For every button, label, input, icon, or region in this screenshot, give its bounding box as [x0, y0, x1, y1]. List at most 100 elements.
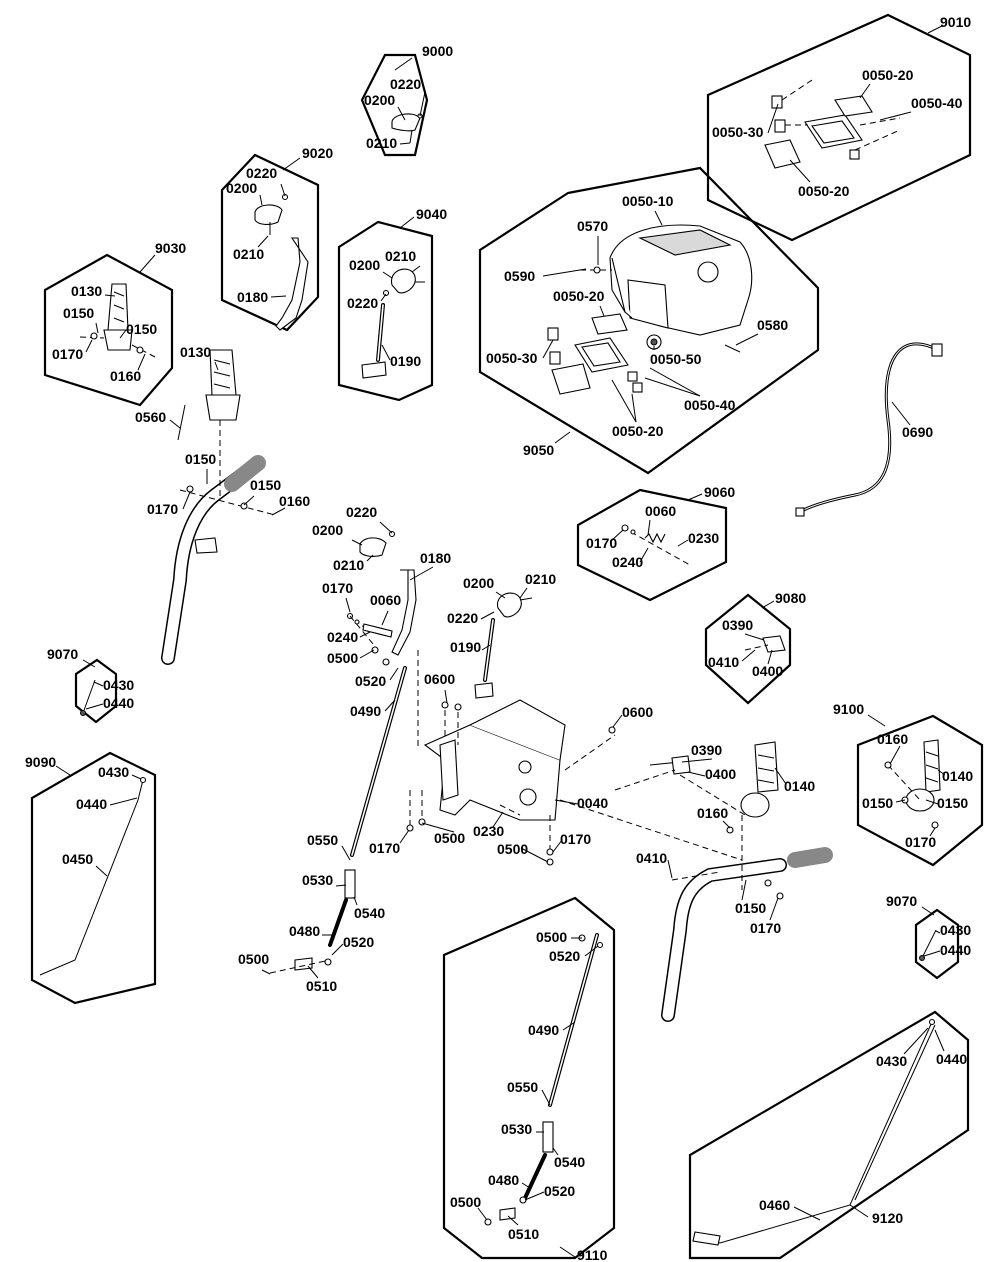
outline-9080 — [704, 593, 792, 705]
callout-0200: 0200 — [349, 257, 380, 273]
group-9000-label: 9000 — [422, 43, 453, 59]
callout-0520: 0520 — [544, 1183, 575, 1199]
callout-0150: 0150 — [862, 795, 893, 811]
callout-0200: 0200 — [312, 522, 343, 538]
callout-0490: 0490 — [350, 703, 381, 719]
callout-0500: 0500 — [497, 841, 528, 857]
part-left-handle — [161, 349, 276, 665]
callout-0390: 0390 — [722, 617, 753, 633]
callout-0570: 0570 — [577, 218, 608, 234]
group-label-9020: 9020 — [282, 145, 333, 171]
callout-0170: 0170 — [586, 535, 617, 551]
outline-9070a — [74, 658, 118, 724]
outline-9050 — [478, 166, 820, 475]
callout-0210: 0210 — [333, 557, 364, 573]
callout-0210: 0210 — [233, 246, 264, 262]
callout-0160: 0160 — [279, 493, 310, 509]
callout-0490: 0490 — [528, 1022, 559, 1038]
outline-9030 — [43, 253, 174, 407]
part-right-handle — [614, 741, 833, 1022]
callout-0170: 0170 — [52, 346, 83, 362]
group-label-9010: 9010 — [927, 14, 971, 34]
callout-0430: 0430 — [940, 922, 971, 938]
callout-0060: 0060 — [645, 503, 676, 519]
callout-0190: 0190 — [390, 353, 421, 369]
part-0690-cable — [795, 342, 943, 517]
callout-0150: 0150 — [185, 451, 216, 467]
callout-0210: 0210 — [525, 571, 556, 587]
part-0040-bracket — [406, 650, 743, 866]
callout-0200: 0200 — [463, 575, 494, 591]
part-center-lever — [346, 530, 417, 666]
callout-0150: 0150 — [63, 305, 94, 321]
callout-0540: 0540 — [554, 1154, 585, 1170]
callout-0200: 0200 — [226, 180, 257, 196]
group-9010-label: 9010 — [940, 14, 971, 30]
callout-0140: 0140 — [784, 778, 815, 794]
callout-0050-20: 0050-20 — [862, 67, 914, 83]
group-labels: 9000 9010 9020 9030 9040 9050 9060 9070 … — [25, 14, 971, 1262]
callout-0210: 0210 — [366, 135, 397, 151]
group-label-9070b: 9070 — [886, 893, 935, 916]
group-label-9030: 9030 — [139, 240, 186, 273]
callout-0050-50: 0050-50 — [650, 351, 702, 367]
callout-0410: 0410 — [636, 850, 667, 866]
callout-0170: 0170 — [322, 580, 353, 596]
callout-0180: 0180 — [420, 550, 451, 566]
callout-0500: 0500 — [327, 650, 358, 666]
callout-0520: 0520 — [355, 673, 386, 689]
callout-0450: 0450 — [62, 851, 93, 867]
callout-0180: 0180 — [237, 289, 268, 305]
outline-9040 — [337, 220, 434, 402]
group-9110-label: 9110 — [577, 1247, 608, 1262]
outline-9020 — [220, 153, 320, 332]
callout-0400: 0400 — [752, 663, 783, 679]
group-9100-label: 9100 — [833, 701, 864, 717]
outline-9090 — [30, 751, 157, 1005]
part-9020-lever — [254, 193, 309, 331]
callout-0170: 0170 — [147, 501, 178, 517]
callout-0230: 0230 — [688, 530, 719, 546]
callout-0160: 0160 — [697, 805, 728, 821]
callout-0200: 0200 — [364, 92, 395, 108]
callout-0150: 0150 — [735, 900, 766, 916]
part-9110-rod — [484, 933, 604, 1226]
callout-0240: 0240 — [612, 554, 643, 570]
part-9090-cable — [39, 776, 147, 976]
callout-0160: 0160 — [877, 731, 908, 747]
part-9120-cable — [692, 1018, 936, 1246]
callout-0390: 0390 — [691, 742, 722, 758]
callout-0040: 0040 — [577, 795, 608, 811]
part-9070-cables — [80, 679, 937, 961]
callout-0540: 0540 — [354, 905, 385, 921]
part-9040-lever — [361, 268, 425, 379]
group-label-9040: 9040 — [399, 206, 447, 229]
outline-9070b — [914, 908, 960, 980]
parts — [39, 79, 943, 1246]
group-label-9000: 9000 — [394, 43, 453, 71]
callout-0500: 0500 — [434, 830, 465, 846]
callout-0690: 0690 — [902, 424, 933, 440]
group-9040-label: 9040 — [416, 206, 447, 222]
callout-0170: 0170 — [560, 831, 591, 847]
callout-0460: 0460 — [759, 1197, 790, 1213]
callout-0220: 0220 — [390, 76, 421, 92]
part-9080-switch — [744, 635, 786, 653]
callout-0430: 0430 — [103, 677, 134, 693]
callout-0050-30: 0050-30 — [712, 124, 764, 140]
group-9090-label: 9090 — [25, 754, 56, 770]
group-label-9080: 9080 — [761, 590, 806, 609]
group-9120-label: 9120 — [872, 1210, 903, 1226]
callout-0500: 0500 — [536, 929, 567, 945]
callout-0150: 0150 — [937, 795, 968, 811]
callout-0150: 0150 — [250, 477, 281, 493]
callout-0050-20: 0050-20 — [612, 423, 664, 439]
callout-0190: 0190 — [450, 639, 481, 655]
part-9100-grip — [884, 739, 941, 829]
outline-9010 — [706, 13, 972, 242]
callout-0500: 0500 — [238, 951, 269, 967]
callout-0510: 0510 — [306, 978, 337, 994]
callout-0050-10: 0050-10 — [622, 193, 674, 209]
callout-0220: 0220 — [246, 165, 277, 181]
